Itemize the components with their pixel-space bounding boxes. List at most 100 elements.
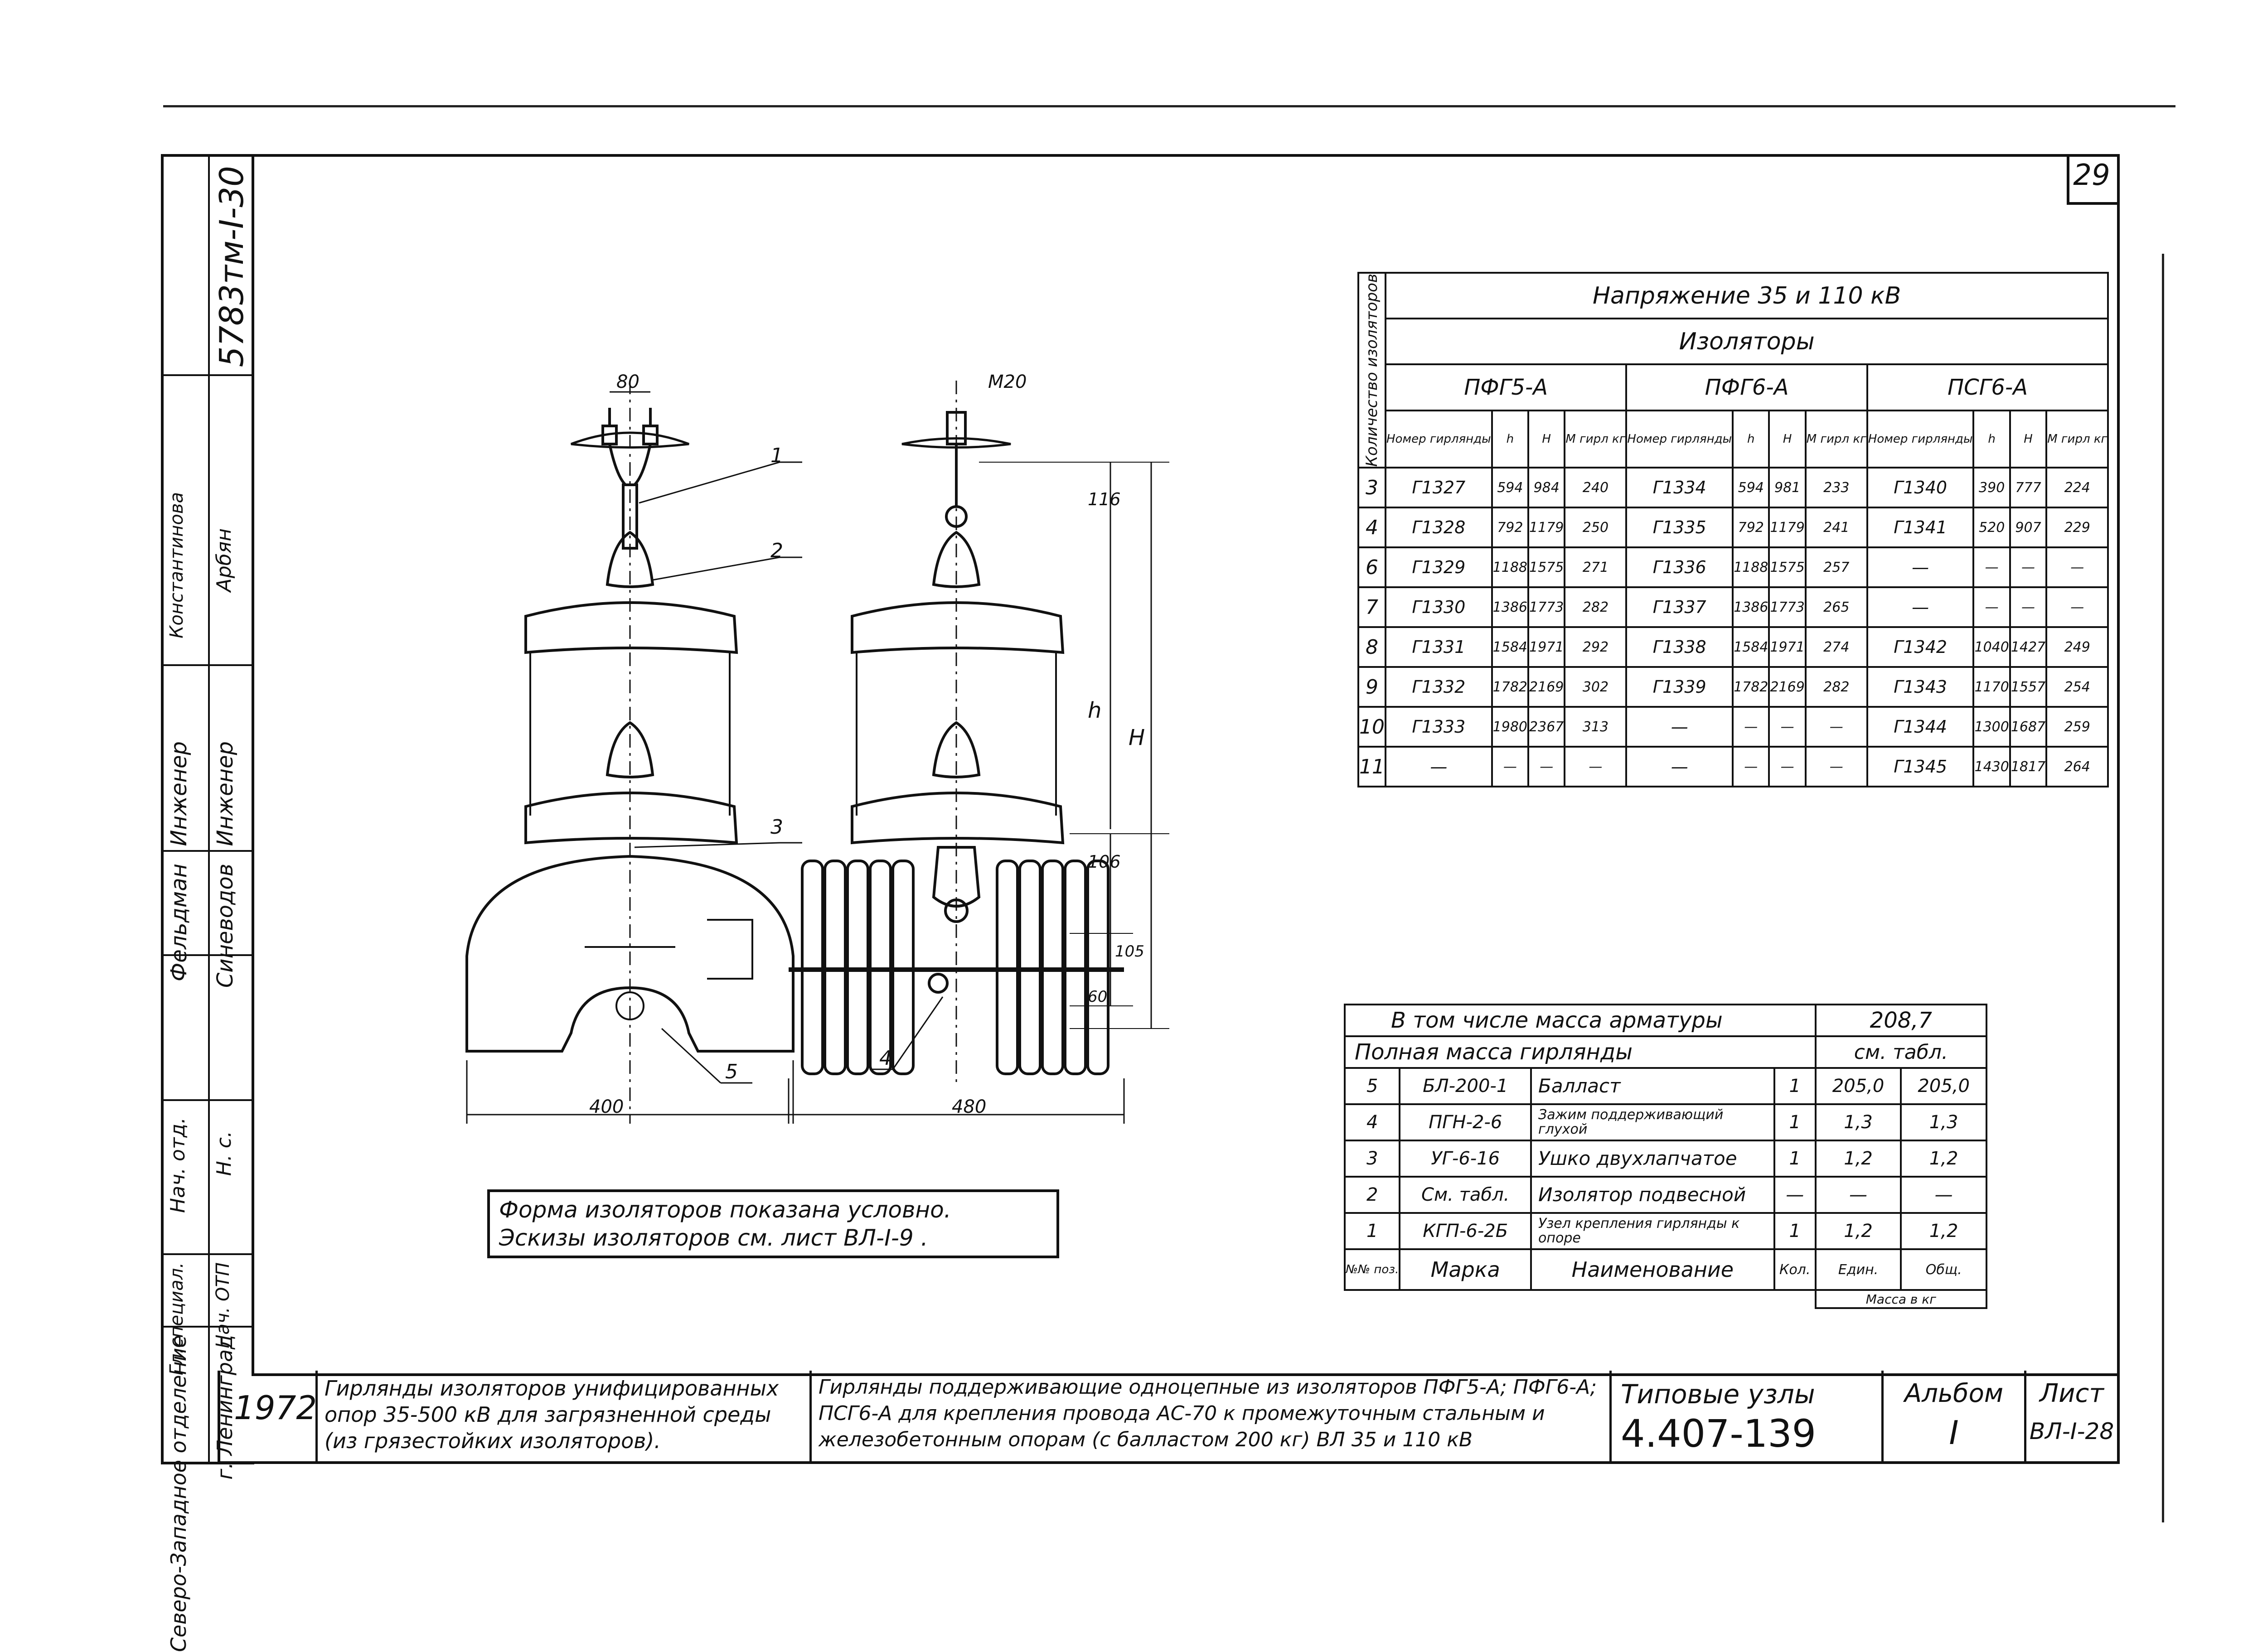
spec-mark: УГ-6-16 bbox=[1399, 1140, 1532, 1178]
table-cell: Г1339 bbox=[1625, 666, 1734, 708]
spec-pos: 4 bbox=[1343, 1103, 1401, 1141]
table-cell: 1179 bbox=[1768, 507, 1807, 549]
table-cell: 229 bbox=[2045, 507, 2109, 549]
spec-qty: 1 bbox=[1773, 1067, 1817, 1105]
dim-h: h bbox=[1088, 698, 1102, 723]
sheet-number-box bbox=[2067, 154, 2120, 205]
right-rule bbox=[2162, 254, 2164, 1522]
table-cell: — bbox=[1491, 746, 1530, 788]
table-cell: 224 bbox=[2045, 467, 2109, 509]
table-cell: 265 bbox=[1804, 586, 1868, 628]
table-cell: — bbox=[1625, 706, 1734, 748]
arm-mass-value: 208,7 bbox=[1814, 1004, 1988, 1037]
spec-name: Ушко двухлапчатое bbox=[1530, 1140, 1775, 1178]
spec-unit-mass: 1,2 bbox=[1814, 1212, 1902, 1250]
voltage-header: Напряжение 35 и 110 кВ bbox=[1384, 271, 2109, 320]
table-cell: — bbox=[1972, 586, 2011, 628]
dim-m20: М20 bbox=[988, 372, 1027, 392]
spec-mark: БЛ-200-1 bbox=[1399, 1067, 1532, 1105]
table-cell: 390 bbox=[1972, 467, 2011, 509]
table-cell: 259 bbox=[2045, 706, 2109, 748]
spec-unit-mass: 205,0 bbox=[1814, 1067, 1902, 1105]
insulator-count: 3 bbox=[1357, 467, 1386, 509]
table-cell: 2169 bbox=[1527, 666, 1566, 708]
spec-total-mass: 1,2 bbox=[1900, 1212, 1987, 1250]
table-cell: 792 bbox=[1732, 507, 1770, 549]
list-value: ВЛ-I-28 bbox=[2029, 1418, 2114, 1444]
table-cell: 1188 bbox=[1732, 546, 1770, 589]
callout-2: 2 bbox=[770, 539, 783, 562]
spec-pos: 2 bbox=[1343, 1176, 1401, 1214]
table-cell: Г1332 bbox=[1385, 666, 1493, 708]
table-cell: Г1331 bbox=[1385, 626, 1493, 668]
spec-total-mass: 205,0 bbox=[1900, 1067, 1987, 1105]
table-cell: 1188 bbox=[1491, 546, 1530, 589]
list-label: Лист bbox=[2040, 1379, 2104, 1408]
table-cell: Г1330 bbox=[1385, 586, 1493, 628]
qty-header: Количество изоляторов bbox=[1363, 274, 1381, 467]
table-cell: 907 bbox=[2009, 507, 2048, 549]
year: 1972 bbox=[234, 1389, 317, 1427]
table-cell: — bbox=[1732, 746, 1770, 788]
insulators-header: Изоляторы bbox=[1384, 318, 2109, 366]
note-line-1: Форма изоляторов показана условно. bbox=[499, 1197, 951, 1223]
stamp-dept-1: Нач. отд. bbox=[166, 1117, 189, 1213]
spec-qty: 1 bbox=[1773, 1212, 1817, 1250]
table-cell: — bbox=[1564, 746, 1628, 788]
table-cell: — bbox=[1866, 546, 1975, 589]
specification-table: В том числе масса арматуры 208,7 Полная … bbox=[1343, 1004, 1988, 1309]
table-cell: 250 bbox=[1564, 507, 1628, 549]
spec-total-mass: 1,3 bbox=[1900, 1103, 1987, 1141]
insulator-count: 10 bbox=[1357, 706, 1386, 748]
spec-unit-mass: 1,2 bbox=[1814, 1140, 1902, 1178]
table-cell: Г1337 bbox=[1625, 586, 1734, 628]
type-pfg6: ПФГ6-А bbox=[1625, 363, 1868, 411]
album-value: I bbox=[1949, 1414, 1959, 1452]
table-cell: 2367 bbox=[1527, 706, 1566, 748]
table-cell: Г1340 bbox=[1866, 467, 1975, 509]
table-cell: Г1333 bbox=[1385, 706, 1493, 748]
spec-mark: См. табл. bbox=[1399, 1176, 1532, 1214]
spec-name: Узел крепления гирлянды к опоре bbox=[1530, 1212, 1775, 1250]
spec-total-mass: 1,2 bbox=[1900, 1140, 1987, 1178]
insulator-string-drawing bbox=[465, 381, 1169, 1124]
insulator-count: 9 bbox=[1357, 666, 1386, 708]
table-cell: 1386 bbox=[1732, 586, 1770, 628]
typovye-code: 4.407-139 bbox=[1621, 1411, 1817, 1456]
table-cell: 282 bbox=[1564, 586, 1628, 628]
table-cell: Г1329 bbox=[1385, 546, 1493, 589]
insulator-count: 7 bbox=[1357, 586, 1386, 628]
spec-name: Балласт bbox=[1530, 1067, 1775, 1105]
table-cell: — bbox=[2009, 586, 2048, 628]
dim-106: 106 bbox=[1088, 852, 1121, 872]
spec-name: Зажим поддерживающий глухой bbox=[1530, 1103, 1775, 1141]
table-cell: 240 bbox=[1564, 467, 1628, 509]
table-cell: 274 bbox=[1804, 626, 1868, 668]
callout-4: 4 bbox=[879, 1047, 892, 1070]
table-cell: 792 bbox=[1491, 507, 1530, 549]
insulator-count: 6 bbox=[1357, 546, 1386, 589]
table-cell: 984 bbox=[1527, 467, 1566, 509]
top-rule bbox=[163, 105, 2175, 107]
table-cell: 520 bbox=[1972, 507, 2011, 549]
table-cell: — bbox=[1972, 546, 2011, 589]
spec-pos: 3 bbox=[1343, 1140, 1401, 1178]
table-cell: 1687 bbox=[2009, 706, 2048, 748]
garland-table: Количество изоляторов Напряжение 35 и 11… bbox=[1357, 271, 2109, 788]
front-view bbox=[465, 381, 802, 1124]
spec-total-mass: — bbox=[1900, 1176, 1987, 1214]
stamp-name-2: Арбян bbox=[213, 528, 236, 592]
spec-name: Изолятор подвесной bbox=[1530, 1176, 1775, 1214]
type-pfg5: ПФГ5-А bbox=[1384, 363, 1628, 411]
stamp-dept-2: Н. с. bbox=[213, 1131, 236, 1176]
spec-qty: 1 bbox=[1773, 1140, 1817, 1178]
drawing-frame bbox=[252, 154, 2120, 1376]
table-cell: 1170 bbox=[1972, 666, 2011, 708]
dim-H: H bbox=[1129, 725, 1145, 750]
table-cell: 264 bbox=[2045, 746, 2109, 788]
